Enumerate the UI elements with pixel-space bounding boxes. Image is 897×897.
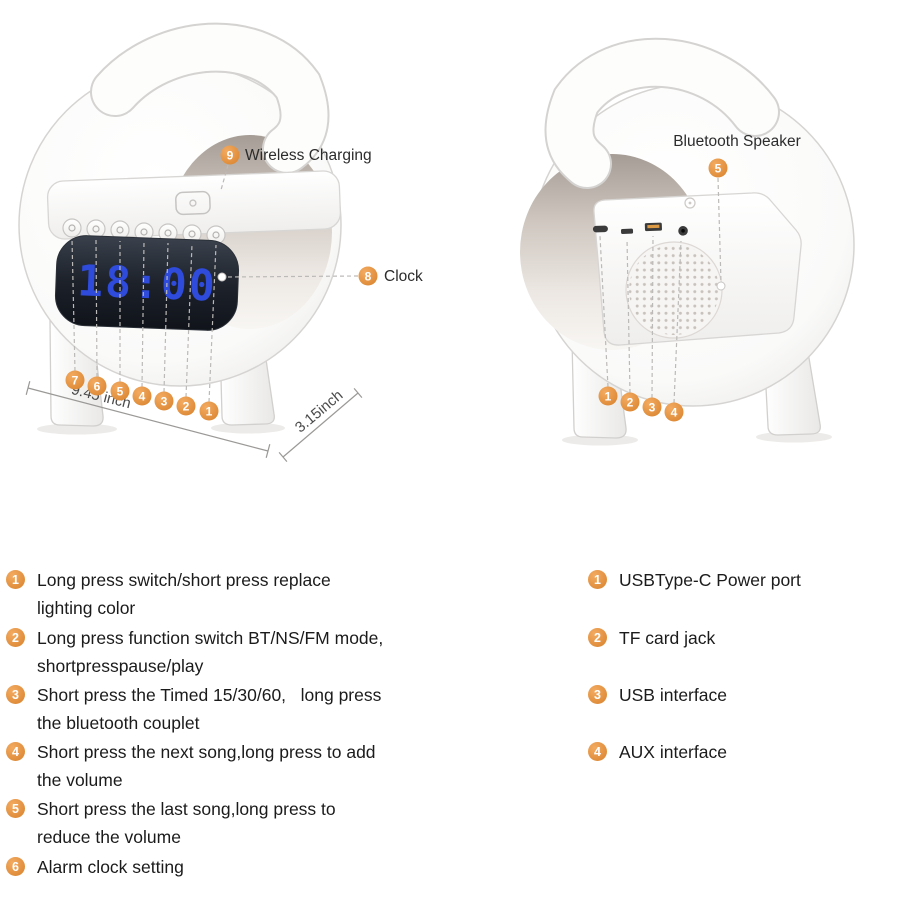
feature-text: USBType-C Power port xyxy=(619,570,801,590)
callout-number: 4 xyxy=(671,406,678,420)
port-row xyxy=(592,222,688,236)
callout-number: 4 xyxy=(139,390,146,404)
device-button xyxy=(62,218,82,238)
feature-item: 6 Alarm clock setting xyxy=(6,853,184,881)
callout-number: 8 xyxy=(365,270,372,284)
molded-charging-mark-icon xyxy=(684,197,696,209)
front-view: 18:00 9.45 inch 3.15inch xyxy=(18,22,423,462)
device-button-icon xyxy=(92,225,100,233)
callout-number: 2 xyxy=(627,396,634,410)
callout-8-clock: 8 xyxy=(358,266,378,286)
callout-number: 7 xyxy=(72,374,79,388)
feature-text: Long press function switch BT/NS/FM mode… xyxy=(37,628,384,676)
callout-number: 6 xyxy=(94,380,101,394)
feature-item: 4 Short press the next song,long press t… xyxy=(6,738,376,794)
callout-number: 1 xyxy=(206,405,213,419)
device-button-icon xyxy=(212,231,220,239)
feature-item: 3 USB interface xyxy=(588,681,727,709)
depth-dimension-label: 3.15inch xyxy=(292,387,346,436)
callout-port-3: 3 xyxy=(642,397,662,417)
device-button-icon xyxy=(164,229,172,237)
feature-item: 2 Long press function switch BT/NS/FM mo… xyxy=(6,624,383,680)
feature-number-badge: 1 xyxy=(588,570,607,589)
speaker-pointer-dot xyxy=(716,281,726,291)
back-view: Bluetooth Speaker 5 1 2 3 4 xyxy=(520,37,855,446)
callout-port-4: 4 xyxy=(664,402,684,422)
callout-button-2: 2 xyxy=(176,396,196,416)
feature-item: 3 Short press the Timed 15/30/60, long p… xyxy=(6,681,381,737)
wireless-charging-pad xyxy=(175,190,211,216)
usb-c-port xyxy=(592,225,608,233)
feature-text: Alarm clock setting xyxy=(37,857,184,877)
callout-button-5: 5 xyxy=(110,381,130,401)
clock-pointer-dot xyxy=(217,272,227,282)
device-button-icon xyxy=(68,224,76,232)
callout-number: 5 xyxy=(117,385,124,399)
bluetooth-speaker-label: Bluetooth Speaker xyxy=(673,133,801,150)
callout-button-4: 4 xyxy=(132,386,152,406)
feature-item: 2 TF card jack xyxy=(588,624,715,652)
product-views-illustration: 18:00 9.45 inch 3.15inch xyxy=(18,22,855,462)
speaker-grille-holes xyxy=(629,245,719,335)
callout-number: 9 xyxy=(227,149,234,163)
feature-number-badge: 4 xyxy=(6,742,25,761)
back-hook-arm xyxy=(546,39,778,187)
back-callout-lines xyxy=(599,177,722,404)
tf-card-slot xyxy=(620,228,634,234)
feature-item: 1 USBType-C Power port xyxy=(588,566,801,594)
callout-port-2: 2 xyxy=(620,392,640,412)
feature-number-badge: 4 xyxy=(588,742,607,761)
molded-charging-mark-dot xyxy=(688,201,692,205)
feature-number-badge: 2 xyxy=(588,628,607,647)
feature-number-badge: 1 xyxy=(6,570,25,589)
callout-number: 3 xyxy=(649,401,656,415)
front-hook-arm xyxy=(92,24,328,172)
callout-button-6: 6 xyxy=(87,376,107,396)
feature-number-badge: 2 xyxy=(6,628,25,647)
device-button-icon xyxy=(116,226,124,234)
usb-port-tongue xyxy=(647,224,660,229)
clock-time: 18:00 xyxy=(76,256,217,311)
feature-item: 4 AUX interface xyxy=(588,738,727,766)
aux-jack-hole xyxy=(681,229,685,233)
callout-number: 3 xyxy=(161,395,168,409)
feature-text: TF card jack xyxy=(619,628,716,648)
callout-button-3: 3 xyxy=(154,391,174,411)
front-control-buttons xyxy=(62,218,226,245)
feature-number-badge: 3 xyxy=(6,685,25,704)
callout-number: 5 xyxy=(715,162,722,176)
charging-pad-dot-icon xyxy=(189,199,197,207)
callout-button-1: 1 xyxy=(199,401,219,421)
device-button-icon xyxy=(188,230,196,238)
feature-text: USB interface xyxy=(619,685,727,705)
callout-5-speaker: 5 xyxy=(708,158,728,178)
feature-text: Short press the next song,long press to … xyxy=(37,742,376,790)
callout-9-wireless-charging: 9 xyxy=(220,145,240,165)
clock-display: 18:00 xyxy=(54,235,240,331)
feature-text: Short press the Timed 15/30/60, long pre… xyxy=(37,685,382,733)
wireless-charging-label: Wireless Charging xyxy=(245,147,372,164)
callout-button-7: 7 xyxy=(65,370,85,390)
feature-number-badge: 3 xyxy=(588,685,607,704)
front-callout-lines xyxy=(71,164,359,403)
callout-number: 2 xyxy=(183,400,190,414)
feature-text: AUX interface xyxy=(619,742,727,762)
clock-label: Clock xyxy=(384,268,423,285)
callout-port-1: 1 xyxy=(598,386,618,406)
feature-item: 5 Short press the last song,long press t… xyxy=(6,795,336,851)
front-left-foot-shadow xyxy=(37,423,117,435)
feature-number-badge: 6 xyxy=(6,857,25,876)
callout-number: 1 xyxy=(605,390,612,404)
dimension-lines xyxy=(25,381,363,462)
feature-number-badge: 5 xyxy=(6,799,25,818)
device-button-icon xyxy=(140,228,148,236)
